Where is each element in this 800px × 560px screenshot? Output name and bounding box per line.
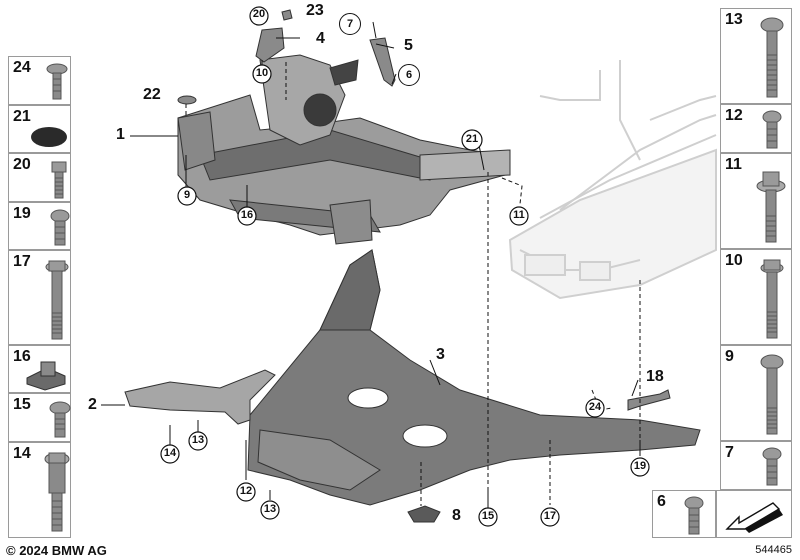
bracket-part-4	[255, 27, 285, 63]
callout-13-a: 13	[191, 434, 205, 446]
callout-22: 22	[143, 86, 161, 103]
callout-2: 2	[88, 396, 97, 413]
callout-17: 17	[543, 510, 557, 522]
short-bolt-icon	[51, 161, 67, 199]
front-direction-arrow-icon	[725, 502, 783, 533]
washer-part-22	[177, 95, 197, 105]
part-number: 9	[725, 348, 734, 365]
small-bolt-icon	[684, 496, 704, 535]
callout-4: 4	[316, 30, 325, 47]
part-number: 16	[13, 348, 31, 365]
small-bolt-icon	[762, 110, 782, 149]
long-hex-bolt-icon	[760, 259, 784, 339]
short-flange-bolt-icon	[49, 401, 71, 438]
callout-15: 15	[481, 510, 495, 522]
diagram-id: 544465	[755, 544, 792, 556]
callout-12: 12	[239, 485, 253, 497]
part-number: 24	[13, 59, 31, 76]
panel-part-17[interactable]: 17	[8, 250, 71, 345]
thrust-plate	[247, 249, 701, 506]
long-flange-bolt-icon	[760, 354, 784, 435]
panel-part-7[interactable]: 7	[720, 441, 792, 490]
panel-part-10[interactable]: 10	[720, 249, 792, 345]
panel-part-6[interactable]: 6	[652, 490, 716, 538]
callout-19: 19	[633, 460, 647, 472]
stepped-bolt-icon	[44, 452, 70, 532]
part-number: 10	[725, 252, 743, 269]
panel-part-20[interactable]: 20	[8, 153, 71, 202]
short-bolt-icon	[762, 447, 782, 486]
part-number: 13	[725, 11, 743, 28]
nut-part-23	[281, 9, 293, 21]
part-number: 21	[13, 108, 31, 125]
panel-direction-arrow	[716, 490, 792, 538]
part-number: 11	[725, 156, 742, 173]
part-number: 14	[13, 445, 31, 462]
callout-23: 23	[306, 2, 324, 19]
clip-icon	[46, 63, 68, 100]
part-number: 17	[13, 253, 31, 270]
panel-part-12[interactable]: 12	[720, 104, 792, 153]
sealing-plug-icon	[31, 127, 67, 147]
callout-9: 9	[183, 189, 191, 201]
front-subframe	[177, 54, 511, 245]
part-number: 20	[13, 156, 31, 173]
callout-24: 24	[588, 401, 602, 413]
part-number: 19	[13, 205, 31, 222]
callout-14: 14	[163, 447, 177, 459]
callout-7: 7	[339, 13, 361, 35]
bracket-part-18	[627, 389, 671, 411]
washer-part-8	[407, 505, 441, 523]
callout-16: 16	[240, 209, 254, 221]
long-hex-bolt-icon	[45, 260, 69, 340]
collar-bolt-icon	[50, 209, 70, 246]
callout-1: 1	[116, 126, 125, 143]
callout-5: 5	[404, 37, 413, 54]
panel-part-24[interactable]: 24	[8, 56, 71, 105]
bracket-part-5	[369, 37, 396, 87]
callout-8: 8	[452, 507, 461, 524]
panel-part-14[interactable]: 14	[8, 442, 71, 538]
callout-18: 18	[646, 368, 664, 385]
part-number: 6	[657, 493, 666, 510]
panel-part-16[interactable]: 16	[8, 345, 71, 393]
callout-10: 10	[255, 67, 269, 79]
part-number: 7	[725, 444, 734, 461]
hex-bolt-washer-icon	[756, 171, 786, 243]
callout-20: 20	[252, 8, 266, 20]
panel-part-15[interactable]: 15	[8, 393, 71, 442]
part-number: 12	[725, 107, 743, 124]
panel-part-19[interactable]: 19	[8, 202, 71, 250]
panel-part-13[interactable]: 13	[720, 8, 792, 104]
copyright-notice: © 2024 BMW AG	[6, 543, 107, 558]
cage-nut-icon	[26, 361, 66, 391]
part-number: 15	[13, 396, 31, 413]
panel-part-21[interactable]: 21	[8, 105, 71, 153]
brace-part-2	[124, 369, 276, 425]
ghost-battery-outline	[508, 60, 717, 300]
callout-13-b: 13	[263, 503, 277, 515]
callout-21: 21	[465, 133, 479, 145]
callout-6: 6	[398, 64, 420, 86]
panel-part-9[interactable]: 9	[720, 345, 792, 441]
torx-long-bolt-icon	[760, 17, 784, 98]
callout-3: 3	[436, 346, 445, 363]
callout-11: 11	[513, 209, 525, 221]
panel-part-11[interactable]: 11	[720, 153, 792, 249]
